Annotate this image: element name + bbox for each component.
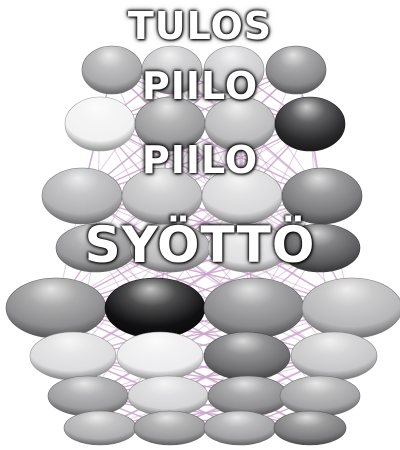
output-layer-label: TULOS	[0, 4, 400, 48]
input-neuron-node	[204, 278, 304, 338]
input-layer-label: SYÖTTÖ	[0, 216, 400, 274]
input-neuron-node	[6, 278, 106, 338]
input-neuron-node	[48, 376, 128, 416]
input-neuron-node	[64, 411, 136, 445]
input-neuron-node	[204, 411, 276, 445]
input-neuron-node	[204, 332, 290, 380]
input-neuron-node	[274, 411, 346, 445]
input-neuron-node	[280, 376, 360, 416]
hidden-layer-2-label: PIILO	[0, 138, 400, 182]
input-neuron-node	[105, 278, 205, 338]
hidden-layer-1-label: PIILO	[0, 64, 400, 108]
input-neuron-node	[291, 332, 377, 380]
input-neuron-node	[128, 376, 208, 416]
input-neuron-node	[30, 332, 116, 380]
input-neuron-node	[117, 332, 203, 380]
input-neuron-node	[302, 278, 400, 338]
input-neuron-node	[208, 376, 288, 416]
input-neuron-node	[134, 411, 206, 445]
